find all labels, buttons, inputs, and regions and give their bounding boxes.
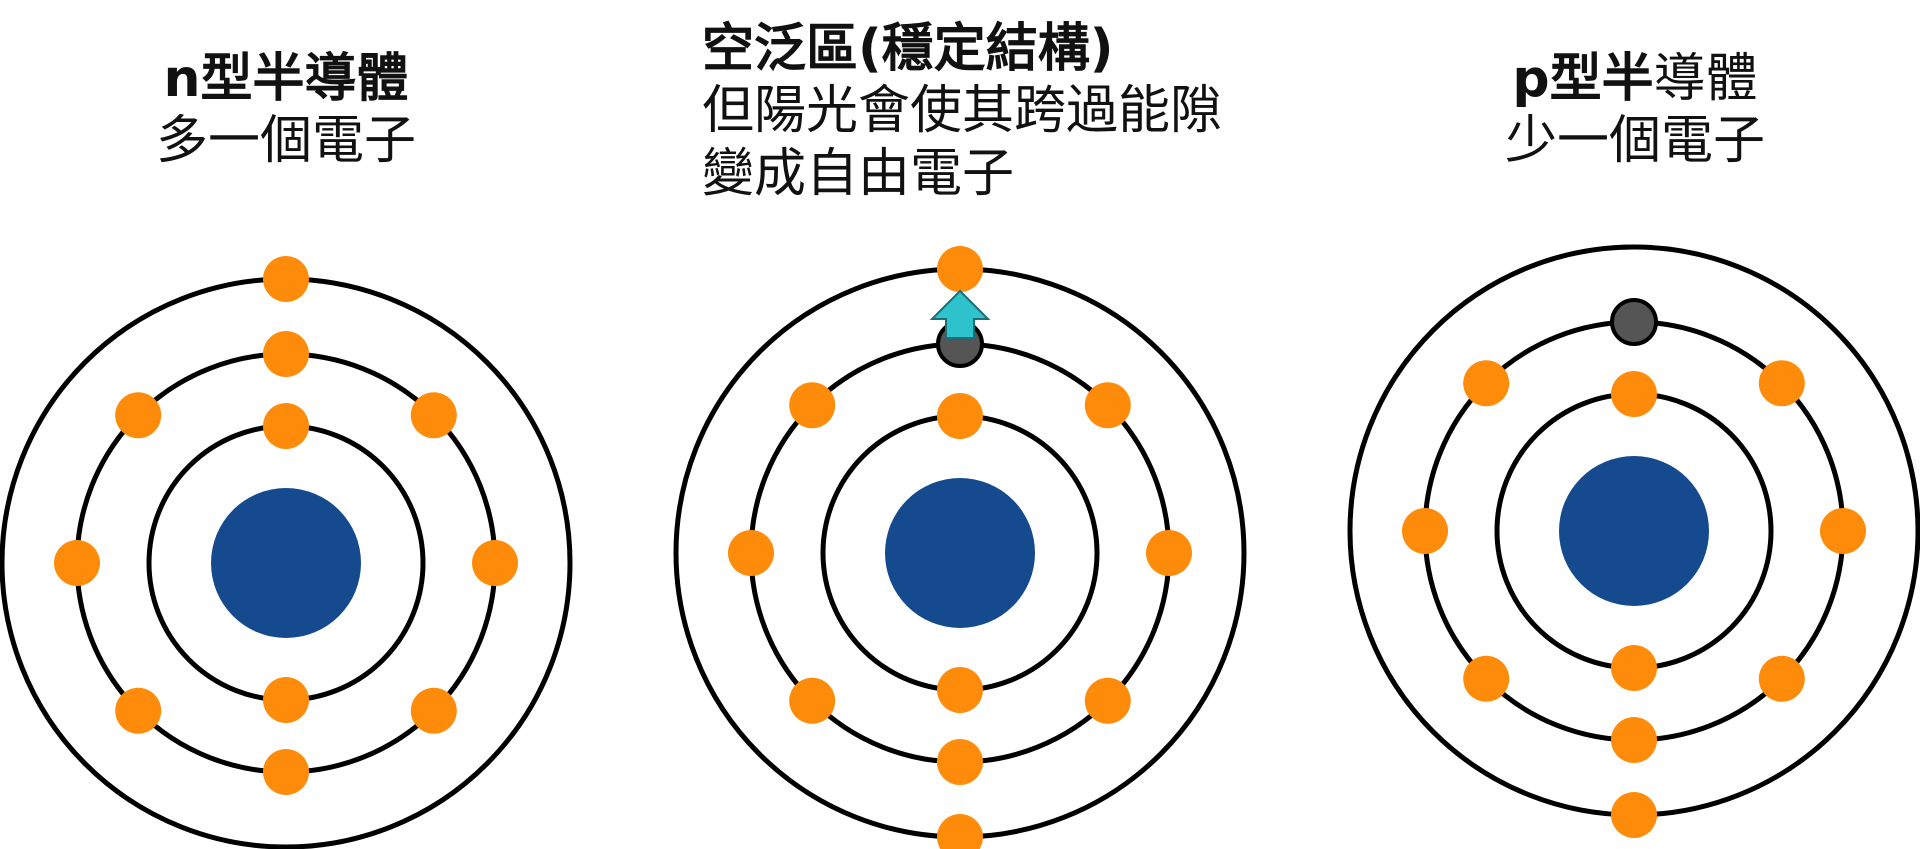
electron (1611, 792, 1657, 838)
depletion-title: 空泛區(穩定結構) (702, 19, 1114, 79)
up-arrow-icon (929, 289, 991, 339)
electron (1611, 371, 1657, 417)
electron (54, 540, 100, 586)
electron (472, 540, 518, 586)
electron (937, 667, 983, 713)
electron (937, 814, 983, 849)
electron (410, 687, 457, 734)
electron (1611, 717, 1657, 763)
electron (263, 331, 309, 377)
p-type-atom (1347, 244, 1920, 838)
electron (115, 687, 162, 734)
electron (937, 393, 983, 439)
electron (263, 677, 309, 723)
n-type-title: n型半導體 (163, 49, 409, 109)
hole (1610, 298, 1658, 346)
electron (1758, 360, 1805, 407)
electron (1758, 655, 1805, 702)
electron (263, 403, 309, 449)
electron (1820, 508, 1866, 554)
electron (263, 256, 309, 302)
electron (789, 677, 836, 724)
electron (1084, 677, 1131, 724)
electron (115, 392, 162, 439)
depletion-atom (673, 246, 1247, 849)
electron (937, 739, 983, 785)
electron (728, 530, 774, 576)
electron (789, 382, 836, 429)
electron (1463, 655, 1510, 702)
n-type-label: n型半導體 多一個電子 (0, 48, 572, 173)
electron (410, 392, 457, 439)
electron (1611, 645, 1657, 691)
n-type-subtitle: 多一個電子 (155, 111, 416, 172)
depletion-label: 空泛區(穩定結構) 但陽光會使其跨過能隙 變成自由電子 (702, 18, 1222, 205)
nucleus (211, 488, 361, 638)
depletion-line3: 變成自由電子 (702, 143, 1015, 204)
electron (1402, 508, 1448, 554)
nucleus (885, 478, 1035, 628)
nucleus (1559, 456, 1709, 606)
p-type-label: p型半導體 少一個電子 (1350, 48, 1920, 173)
electron (1146, 530, 1192, 576)
electron (1463, 360, 1510, 407)
electron (937, 246, 983, 292)
n-type-atom (0, 256, 573, 849)
p-type-title-bold: p型半 (1512, 49, 1654, 109)
p-type-subtitle: 少一個電子 (1504, 111, 1765, 172)
depletion-line2: 但陽光會使其跨過能隙 (702, 81, 1223, 142)
p-type-title: p型半導體 (1350, 48, 1920, 110)
electron (1084, 382, 1131, 429)
electron (263, 749, 309, 795)
p-type-title-rest: 導體 (1653, 49, 1758, 109)
